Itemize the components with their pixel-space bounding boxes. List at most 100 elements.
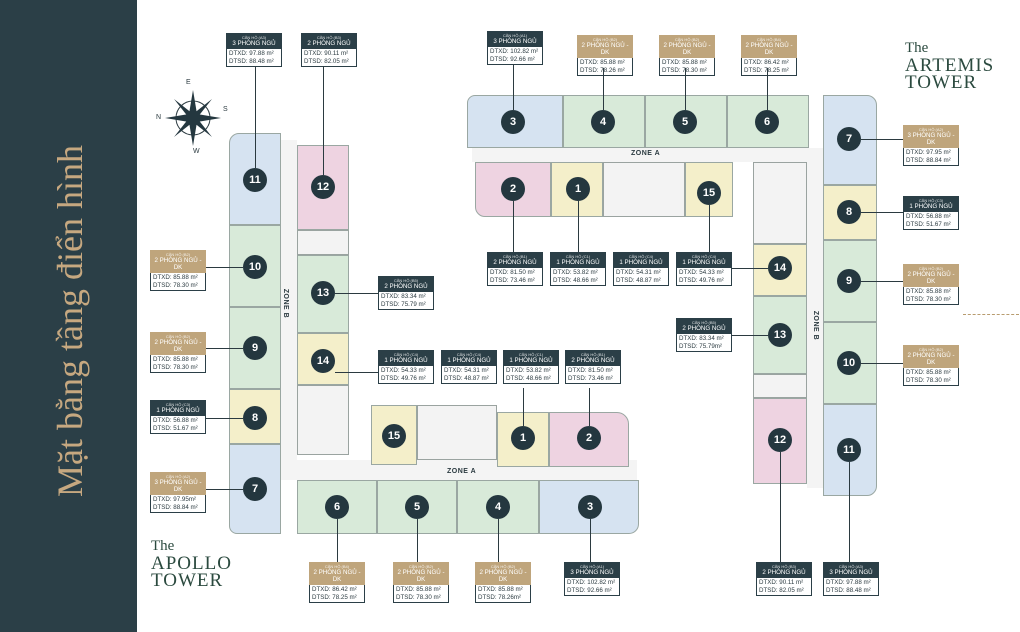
leader-line	[861, 212, 903, 213]
leader-line	[685, 68, 686, 110]
artemis-corridor-a	[472, 148, 822, 162]
leader-line	[589, 388, 590, 426]
apollo-badge-10: 10	[243, 255, 267, 279]
leader-line	[732, 268, 768, 269]
leader-line	[206, 348, 243, 349]
compass-n: N	[156, 114, 162, 121]
card-apollo-7: CĂN HỘ (A2)3 PHÒNG NGỦ - DK DTXD: 97.95m…	[150, 472, 206, 514]
apollo-badge-11: 11	[243, 168, 267, 192]
leader-line	[255, 66, 256, 168]
artemis-badge-10: 10	[837, 351, 861, 375]
card-apollo-4: CĂN HỘ (B2)2 PHÒNG NGỦ - DK DTXD: 85.88 …	[475, 562, 531, 604]
artemis-corridor-b	[807, 148, 823, 488]
artemis-zone-a-label: ZONE A	[631, 150, 661, 157]
leader-line	[603, 68, 604, 110]
apollo-badge-5: 5	[405, 495, 429, 519]
apollo-badge-8: 8	[243, 406, 267, 430]
apollo-zone-a-label: ZONE A	[447, 468, 477, 475]
card-apollo-5: CĂN HỘ (B2)2 PHÒNG NGỦ - DK DTXD: 85.88 …	[393, 562, 449, 604]
apollo-badge-2: 2	[577, 426, 601, 450]
leader-line	[335, 293, 378, 294]
artemis-badge-15: 15	[697, 181, 721, 205]
artemis-badge-11: 11	[837, 438, 861, 462]
apollo-badge-14: 14	[311, 349, 335, 373]
leader-line	[578, 201, 579, 252]
card-artemis-4: CĂN HỘ (B2)2 PHÒNG NGỦ - DK DTXD: 85.88 …	[577, 35, 633, 77]
apollo-badge-1: 1	[511, 426, 535, 450]
compass-e: E	[186, 79, 191, 86]
card-artemis-10: CĂN HỘ (B2)2 PHÒNG NGỦ - DK DTXD: 85.88 …	[903, 345, 959, 387]
artemis-badge-12: 12	[768, 428, 792, 452]
card-apollo-10: CĂN HỘ (B2)2 PHÒNG NGỦ - DK DTXD: 85.88 …	[150, 250, 206, 292]
apollo-badge-15: 15	[382, 424, 406, 448]
apollo-core-1	[297, 385, 349, 455]
compass-s: S	[223, 106, 228, 113]
leader-line	[323, 66, 324, 175]
artemis-core-1	[603, 162, 685, 217]
artemis-badge-13: 13	[768, 323, 792, 347]
leader-line	[849, 462, 850, 562]
apollo-tower: TOWER	[151, 570, 224, 591]
artemis-badge-1: 1	[566, 177, 590, 201]
leader-line	[861, 281, 903, 282]
card-apollo-6: CĂN HỘ (B4)2 PHÒNG NGỦ - DK DTXD: 86.42 …	[309, 562, 365, 604]
leader-line	[780, 452, 781, 562]
card-artemis-7: CĂN HỘ (A2)3 PHÒNG NGỦ - DK DTXD: 97.95 …	[903, 125, 959, 167]
leader-line	[417, 519, 418, 562]
leader-line	[206, 489, 243, 490]
sidebar-panel: Mặt bằng tầng điển hình	[0, 0, 137, 632]
leader-line	[523, 388, 524, 426]
apollo-name: APOLLO	[151, 553, 232, 574]
artemis-badge-9: 9	[837, 269, 861, 293]
apollo-badge-4: 4	[486, 495, 510, 519]
leader-line	[513, 201, 514, 252]
apollo-badge-7: 7	[243, 477, 267, 501]
apollo-core-3	[297, 230, 349, 255]
apollo-the: The	[151, 538, 175, 554]
artemis-tower: TOWER	[905, 72, 978, 93]
artemis-core-3	[753, 374, 807, 398]
leader-line	[767, 68, 768, 110]
artemis-badge-2: 2	[501, 177, 525, 201]
apollo-badge-12: 12	[311, 175, 335, 199]
leader-line	[709, 205, 710, 252]
apollo-unit-14[interactable]	[297, 333, 349, 385]
artemis-logo: The ARTEMIS TOWER	[905, 40, 994, 93]
leader-line	[206, 418, 243, 419]
leader-line	[337, 519, 338, 562]
leader-line	[513, 64, 514, 110]
leader-line	[590, 519, 591, 562]
apollo-badge-3: 3	[578, 495, 602, 519]
artemis-core-2	[753, 162, 807, 244]
artemis-badge-6: 6	[755, 110, 779, 134]
card-artemis-5: CĂN HỘ (B2)2 PHÒNG NGỦ - DK DTXD: 85.88 …	[659, 35, 715, 77]
apollo-zone-b-label: ZONE B	[282, 288, 290, 319]
artemis-badge-3: 3	[501, 110, 525, 134]
sidebar-title: Mặt bằng tầng điển hình	[50, 145, 90, 497]
compass-rose-icon	[165, 90, 221, 146]
artemis-badge-14: 14	[768, 256, 792, 280]
artemis-zone-b-label: ZONE B	[812, 310, 820, 341]
compass-w: W	[193, 148, 200, 155]
artemis-badge-5: 5	[673, 110, 697, 134]
card-apollo-9: CĂN HỘ (B2)2 PHÒNG NGỦ - DK DTXD: 85.88 …	[150, 332, 206, 374]
leader-line	[206, 267, 243, 268]
apollo-badge-9: 9	[243, 336, 267, 360]
leader-line	[861, 139, 903, 140]
